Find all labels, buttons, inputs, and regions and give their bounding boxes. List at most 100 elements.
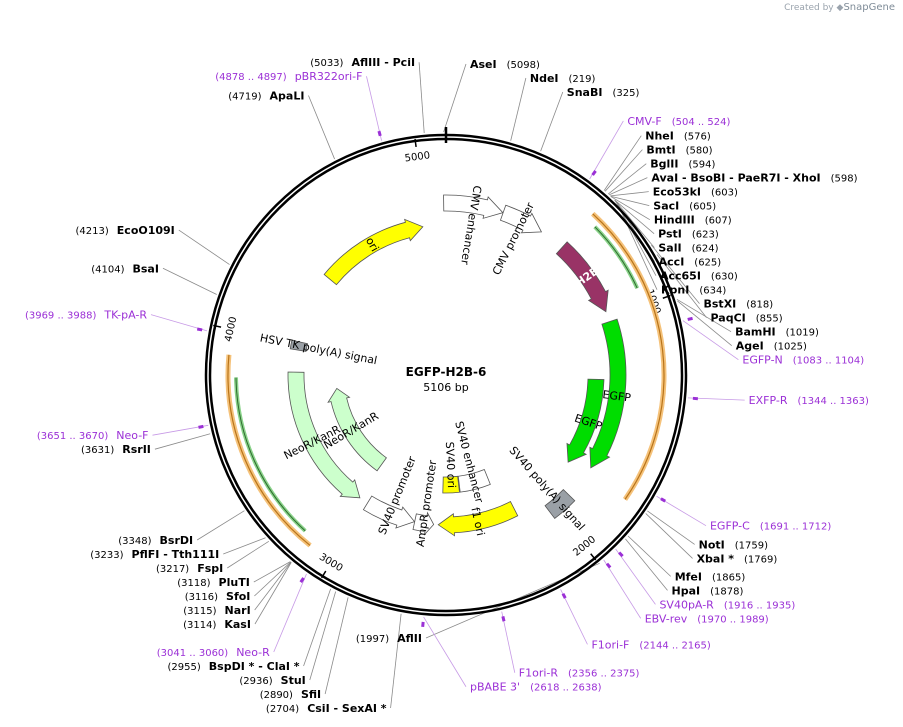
feature-neor-inner[interactable] — [327, 387, 387, 472]
feature-sv40-promoter[interactable] — [362, 495, 416, 529]
restriction-site-label: PstI(623) — [658, 228, 719, 241]
leader-line — [615, 548, 656, 605]
restriction-site-label: SalI(624) — [658, 242, 718, 255]
site-position: (625) — [694, 258, 721, 269]
orf-arcs — [225, 211, 667, 548]
leader-line — [254, 562, 292, 625]
restriction-site-label: (3631)RsrII — [81, 443, 151, 456]
primer-position: (3651 .. 3670) — [37, 431, 109, 442]
primer-position: (3041 .. 3060) — [157, 648, 229, 659]
site-name: AflIII - PciI — [351, 56, 415, 69]
restriction-site-label: XbaI *(1769) — [697, 552, 778, 565]
feature-egfp-inner[interactable] — [566, 378, 605, 463]
translation-arc-core — [594, 226, 638, 289]
leader-line — [603, 559, 642, 619]
translation-arc-core — [235, 377, 306, 532]
feature-neor-outer[interactable] — [287, 371, 361, 499]
leader-line — [366, 76, 382, 141]
primer-name: F1ori-R — [519, 667, 559, 680]
site-name: AvaI - BsoBI - PaeR7I - XhoI — [651, 172, 820, 185]
primer-position: (1691 .. 1712) — [760, 522, 832, 533]
branding-product: SnapGene — [843, 2, 895, 13]
site-position: (1769) — [744, 554, 777, 565]
site-name: HindIII — [654, 214, 695, 227]
restriction-site-label: (5033)AflIII - PciI — [310, 56, 415, 69]
site-position: (580) — [686, 146, 713, 157]
site-position: (603) — [711, 188, 738, 199]
primer-label: EGFP-N(1083 .. 1104) — [742, 354, 864, 367]
leader-line — [614, 199, 655, 248]
leader-line — [607, 163, 647, 195]
leader-line — [677, 300, 733, 346]
site-position: (576) — [684, 132, 711, 143]
primer-name: CMV-F — [627, 115, 661, 128]
leader-line — [324, 597, 349, 695]
restriction-site-label: NotI(1759) — [699, 538, 768, 551]
restriction-site-label: (2704) CsiI - SexAI * — [266, 702, 387, 715]
feature-h2b[interactable] — [555, 241, 609, 313]
feature-ori[interactable] — [323, 218, 424, 286]
tick-mark — [213, 324, 222, 328]
plasmid-length: 5106 bp — [423, 381, 468, 394]
leader-line — [604, 149, 643, 192]
restriction-site-label: (3116)SfoI — [185, 590, 251, 603]
feature-label: EGFP — [602, 388, 632, 405]
primer-position: (1970 .. 1989) — [697, 614, 769, 625]
site-name: HpaI — [672, 584, 701, 597]
feature-cmv-enhancer[interactable] — [443, 194, 504, 219]
restriction-site-label: (2955)BspDI * - ClaI * — [168, 660, 300, 673]
leader-line — [627, 535, 671, 577]
leader-line — [656, 254, 707, 318]
restriction-site-label: (3115)NarI — [183, 604, 250, 617]
site-position: (1019) — [786, 328, 819, 339]
leader-line — [676, 298, 732, 333]
restriction-site-label: (4104)BsaI — [91, 262, 159, 275]
site-position: (630) — [711, 272, 738, 283]
feature-cmv-promoter[interactable] — [499, 204, 543, 234]
site-position: (2704) — [266, 704, 299, 715]
feature-label: f1 ori — [468, 506, 487, 537]
snapgene-branding: Created by ◆SnapGene — [784, 2, 895, 13]
feature-f1-ori[interactable] — [437, 500, 519, 537]
primer-mark — [605, 562, 612, 569]
site-name: CsiI - SexAI * — [307, 702, 387, 715]
feature-egfp-outer[interactable] — [589, 318, 627, 469]
primer-position: (504 .. 524) — [672, 117, 731, 128]
primer-mark — [591, 170, 597, 176]
leader-line — [610, 195, 650, 207]
leader-line — [616, 202, 658, 290]
leader-line — [647, 510, 695, 545]
plasmid-backbone — [204, 127, 688, 617]
leader-line — [162, 267, 217, 295]
site-position: (3631) — [81, 445, 114, 456]
site-name: SfiI — [301, 688, 321, 701]
feature-sv40-polya-signal[interactable] — [544, 489, 576, 520]
leader-line — [510, 77, 527, 141]
primer-name: pBABE 3' — [470, 681, 520, 694]
primer-name: Neo-R — [236, 646, 270, 659]
site-position: (1997) — [356, 634, 389, 645]
site-position: (2936) — [239, 676, 272, 687]
primer-name: EGFP-N — [742, 354, 782, 367]
tick-mark — [590, 553, 597, 561]
site-position: (3116) — [185, 592, 218, 603]
feature-sv40-ori[interactable] — [442, 475, 460, 494]
site-position: (5098) — [507, 60, 540, 71]
restriction-site-label: KpnI(634) — [661, 284, 726, 297]
feature-hsv-tk-polya[interactable] — [289, 339, 308, 352]
site-position: (3233) — [90, 550, 123, 561]
tick-label: 4000 — [223, 316, 239, 343]
orf-arc-core — [592, 213, 665, 500]
leader-line — [625, 538, 668, 591]
primer-label: (3041 .. 3060) Neo-R — [157, 646, 270, 659]
restriction-site-label: (4213)EcoO109I — [76, 224, 175, 237]
feature-sv40-enhancer[interactable] — [457, 469, 491, 493]
site-name: Acc65I — [660, 270, 701, 283]
primer-name: EGFP-C — [710, 520, 750, 533]
site-position: (1759) — [735, 540, 768, 551]
leader-line — [682, 320, 739, 360]
primer-mark — [561, 592, 567, 599]
restriction-site-label: (1997)AflII — [356, 632, 422, 645]
site-position: (3348) — [118, 536, 151, 547]
restriction-site-label: AgeI(1025) — [736, 340, 807, 353]
